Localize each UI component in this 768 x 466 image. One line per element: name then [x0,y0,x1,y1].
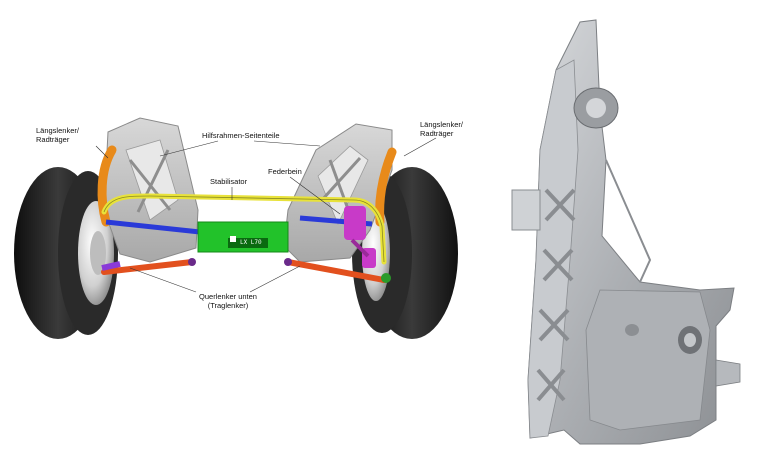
stabilizer-outline [103,195,385,263]
label-stabilizer: Stabilisator [210,177,248,186]
label-strut: Federbein [268,167,302,176]
lower-wishbone-right [285,259,387,283]
lower-wishbone-left-purple [101,261,121,271]
bushing-right [284,258,292,266]
ball-joint-right [381,273,391,283]
label-subframe-side: Hilfsrahmen-Seitenteile [202,131,280,140]
trailing-arm-left [97,145,117,227]
tie-rod-left [105,219,201,235]
label-trailing-arm-right: Längslenker/ Radträger [420,120,463,138]
label-trailing-arm-left: Längslenker/ Radträger [36,126,79,144]
cast-subframe-part [511,19,741,445]
unit-tag: LX L70 [240,239,262,246]
bushing-left [188,258,196,266]
leader-lines [95,137,437,293]
lower-wishbone-left [101,259,195,275]
strut-spring [344,206,376,268]
label-lower-wishbone: Querlenker unten (Traglenker) [199,292,257,310]
subframe-side-left [103,117,199,263]
subframe-center [197,221,289,253]
